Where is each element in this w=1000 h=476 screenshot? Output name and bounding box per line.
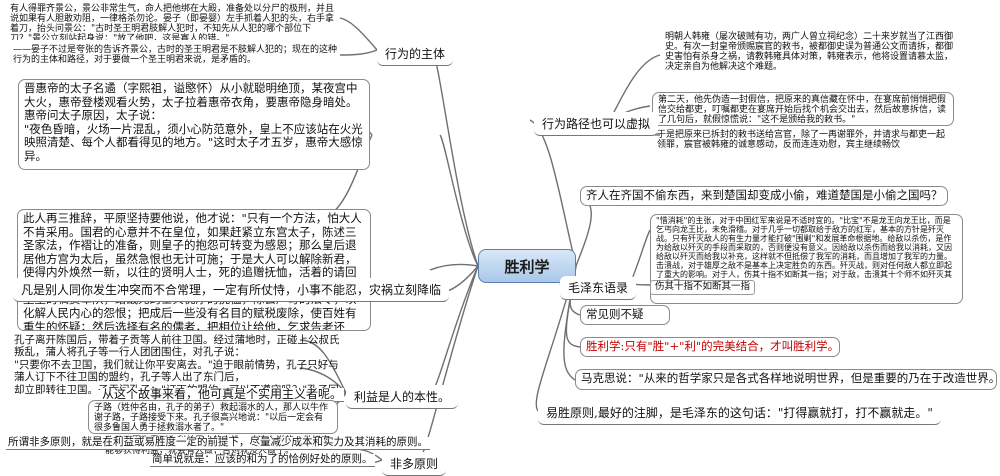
branch-easy-win-principle[interactable]: 易胜原则,最好的注脚，是毛泽东的这句话："打得赢就打，打不赢就走。" — [538, 401, 941, 425]
note-confucius-oath: 孔子离开陈国后，带着子贡等人前往卫国。经过蒲地时，正碰上公叔氏叛乱，蒲人将孔子等… — [14, 334, 340, 394]
note-advice-story: 此人再三推辞，平原坚持要他说，他才说："只有一个方法，怕大人不肯采用。国君的心意… — [17, 209, 371, 331]
branch-victory-definition[interactable]: 胜利学:只有"胜"+"利"的完美结合，才叫胜利学。 — [580, 337, 840, 357]
branch-marx-quote[interactable]: 马克思说："从来的哲学家只是各式各样地说明世界，但是重要的乃在于改造世界。" — [575, 369, 997, 390]
branch-interest-nature[interactable]: 利益是人的本性。 — [346, 385, 459, 409]
note-hanyong-story: 明朝人韩雍（屡次破贼有功，两广人曾立祠纪念）二十来岁就当了江西御史。有次一封皇帝… — [665, 32, 954, 73]
note-jingong-story: 有人得罪齐景公，景公非常生气，命人把他绑在大殿，准备处以分尸的极刑，并且说如果有… — [10, 4, 335, 40]
note-just-right: 简单说就是：应该的和为了的恰例好处的原则。 — [150, 453, 375, 467]
note-non-excess-principle: 所谓非多原则，就是在利益或易胜度一定的前提下，尽量减少成本和实力及其消耗的原则。 — [6, 436, 430, 450]
note-hanyong-ending: 于是把原来已拆封的敕书送给宫官，除了一再谢罪外，并请求与都吏一起领罪，宸官被韩雍… — [657, 130, 946, 151]
note-zilu-story: 子路（姓仲名由，孔子的弟子）救起溺水的人，那人以牛作谢子路，子路接受下来。孔子很… — [88, 400, 338, 434]
note-jin-prince-story: 晋惠帝的太子名遹（字熙祖，谥愍怀）从小就聪明绝顶，某夜宫中大火，惠帝登楼观看火势… — [18, 79, 370, 170]
central-topic[interactable]: 胜利学 — [478, 249, 576, 283]
branch-conflict-rule[interactable]: 凡是别人同你发生冲突而不合常理，一定有所仗恃，小事不能忍，灾祸立刻降临 — [13, 278, 450, 302]
branch-common-no-doubt[interactable]: 常见则不疑 — [580, 305, 670, 325]
note-yanzi-comment: ——晏子不过是夸张的告诉齐景公，古时的圣王明君是不肢解人犯的；现在的这种行为的主… — [13, 45, 338, 65]
note-ten-fingers: 伤其十指不如断其一指 — [650, 280, 756, 295]
branch-virtual-path[interactable]: 行为路径也可以虚拟 — [534, 112, 659, 136]
branch-behavior-subject[interactable]: 行为的主体 — [377, 42, 454, 66]
note-hanyong-trick: 第二天，他先伪造一封假信，把原来的真信藏在怀中，在宴席前悄悄把假信交给都吏，叮嘱… — [652, 92, 954, 126]
branch-mao-quotes[interactable]: 毛泽东语录 — [560, 276, 637, 300]
branch-qi-thief[interactable]: 齐人在齐国不偷东西，来到楚国却变成小偷，难道楚国是小偷之国吗？ — [580, 186, 948, 206]
note-pragmatist: 从这个故事来看，他可真是个实用主义者呢。 — [100, 387, 345, 403]
branch-non-excess[interactable]: 非多原则 — [382, 452, 447, 476]
